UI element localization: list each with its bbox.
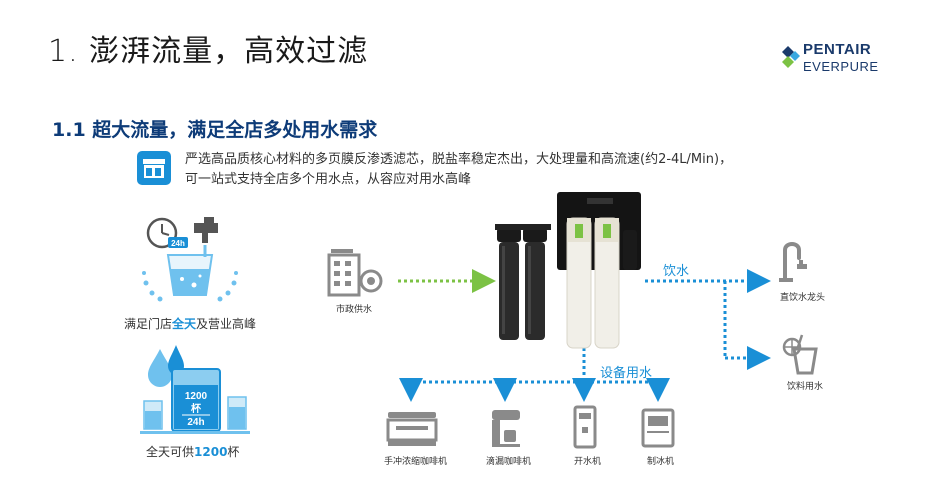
drip-coffee-icon	[492, 410, 520, 447]
ice-maker-icon	[641, 408, 675, 448]
clock-badge: 24h	[171, 239, 185, 248]
filter-system-image	[495, 192, 641, 349]
municipal-water-icon	[327, 249, 383, 297]
cup-top-text: 1200	[185, 391, 208, 402]
brand-subname: EVERPURE	[803, 59, 879, 74]
tap-label: 直饮水龙头	[780, 293, 826, 303]
description: 严选高品质核心材料的多页膜反渗透滤芯，脱盐率稳定杰出，大处理量和高流速(约2-4…	[185, 150, 805, 190]
page-title: 1. 澎湃流量，高效过滤	[48, 34, 369, 69]
section-subtitle: 1.1 超大流量，满足全店多处用水需求	[52, 119, 378, 141]
machine-2-label: 滴漏咖啡机	[486, 457, 532, 467]
feature-1-label: 满足门店全天及营业高峰	[124, 317, 257, 331]
brand-name: PENTAIR	[803, 41, 872, 58]
machine-1-label: 手冲浓缩咖啡机	[384, 457, 448, 467]
water-boiler-icon	[573, 405, 597, 449]
description-line-1: 严选高品质核心材料的多页膜反渗透滤芯，脱盐率稳定杰出，大处理量和高流速(约2-4…	[185, 152, 733, 167]
source-label: 市政供水	[336, 305, 373, 315]
all-day-water-icon: 24h	[142, 217, 238, 302]
beverage-glass-icon	[782, 334, 818, 375]
faucet-icon	[779, 242, 807, 282]
1200-cups-icon: 1200 杯 24h	[140, 345, 250, 434]
espresso-machine-icon	[386, 412, 438, 446]
drinking-water-label: 饮水	[663, 264, 690, 279]
machine-3-label: 开水机	[574, 457, 602, 467]
machine-4-label: 制冰机	[647, 457, 675, 467]
store-icon	[137, 151, 171, 185]
feature-2-label: 全天可供1200杯	[146, 445, 240, 459]
beverage-label: 饮料用水	[787, 382, 824, 392]
cup-mid-text: 杯	[191, 402, 202, 415]
cup-bottom-text: 24h	[187, 417, 204, 428]
description-line-2: 可一站式支持全店多个用水点，从容应对用水高峰	[185, 172, 472, 187]
equipment-water-label: 设备用水	[600, 366, 653, 381]
pentair-logo-icon	[782, 46, 800, 68]
